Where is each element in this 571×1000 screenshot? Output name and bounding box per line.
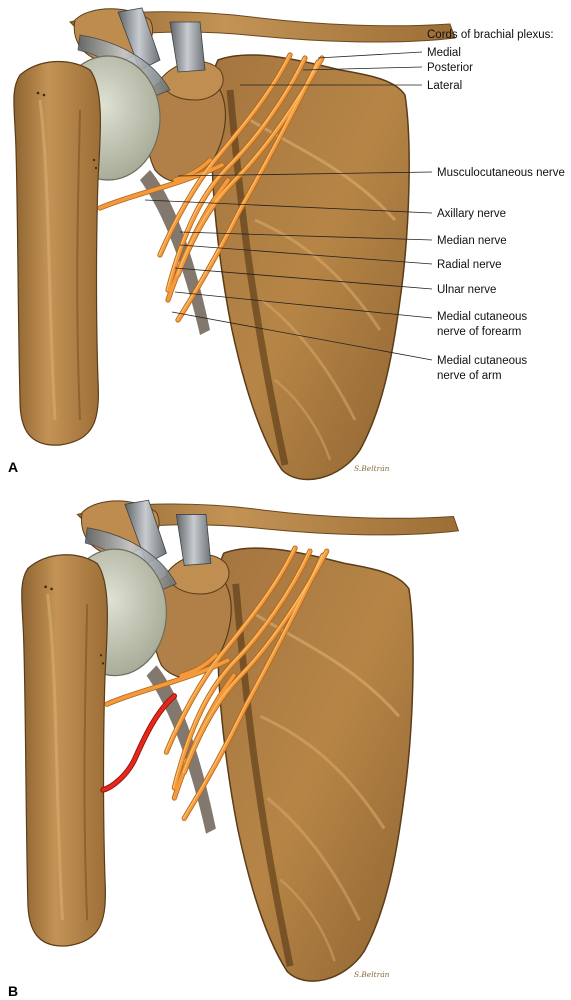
label-axillary-nerve: Axillary nerve: [437, 208, 506, 220]
label-lateral-cord: Lateral: [427, 80, 462, 92]
leader-lines-a: [144, 51, 433, 361]
label-radial-nerve: Radial nerve: [437, 259, 502, 271]
panel-b: [22, 500, 459, 981]
label-posterior-cord: Posterior: [427, 62, 473, 74]
label-median-nerve: Median nerve: [437, 235, 507, 247]
label-mcn-arm-line1: Medial cutaneous: [437, 355, 527, 367]
label-cords-heading: Cords of brachial plexus:: [427, 29, 554, 41]
panel-a: Cords of brachial plexus: Medial Posteri…: [8, 8, 565, 480]
shoulder-anatomy-a: [14, 8, 455, 480]
label-medial-cord: Medial: [427, 47, 461, 59]
highlighted-axillary-nerve: [101, 694, 177, 792]
label-mcn-forearm-line2: nerve of forearm: [437, 326, 521, 338]
artist-signature-b: S.Beltrán: [354, 970, 390, 979]
panel-letter-a: A: [8, 459, 18, 475]
label-ulnar-nerve: Ulnar nerve: [437, 284, 496, 296]
label-mcn-forearm-line1: Medial cutaneous: [437, 311, 527, 323]
label-musculocutaneous-nerve: Musculocutaneous nerve: [437, 167, 565, 179]
panel-letter-b: B: [8, 983, 18, 999]
artist-signature-a: S.Beltrán: [354, 464, 390, 473]
shoulder-anatomy-b: [22, 500, 459, 981]
label-mcn-arm-line2: nerve of arm: [437, 370, 502, 382]
